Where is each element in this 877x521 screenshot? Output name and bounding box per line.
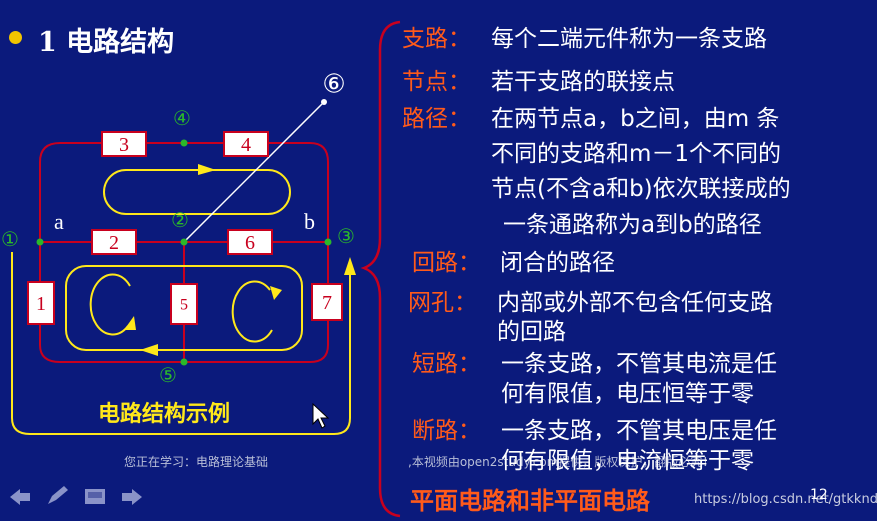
title-bullet [9,31,22,44]
component-6: 6 [227,229,273,255]
mouse-cursor-icon [312,402,330,429]
component-5: 5 [170,283,198,325]
component-6-label: 6 [245,232,255,254]
component-2-label: 2 [109,232,119,254]
term-open: 断路： [412,418,481,444]
component-5-label: 5 [180,297,188,314]
mesh-left-arc [89,273,131,336]
def-open-line-1: 一条支路，不管其电压是任 [501,418,777,444]
def-short-line-2: 何有限值，电压恒等于零 [501,381,754,407]
diagram-caption: 电路结构示例 [98,402,231,427]
outer-loop-arrowhead [344,257,356,275]
term-short: 短路： [412,351,481,377]
pen-icon[interactable] [48,486,68,504]
node-label-2: ② [171,210,189,232]
bottom-loop-arrowhead [140,344,158,356]
def-path-line-4: 一条通路称为a到b的路径 [503,212,762,238]
forward-arrow-icon[interactable] [122,489,142,505]
learning-watermark: 您正在学习：电路理论基础 [124,455,269,469]
node-label-4: ④ [173,108,191,130]
mesh-right-arrowhead [270,286,282,300]
node6-link [183,101,325,243]
outer-loop-path [11,252,351,435]
term-loop: 回路： [412,250,481,276]
component-7-label: 7 [322,292,332,314]
component-1-label: 1 [36,293,46,315]
component-7: 7 [311,283,343,321]
page-number: 12 [810,487,828,503]
def-path-line-3: 节点(不含a和b)依次联接成的 [491,176,791,202]
def-short-line-1: 一条支路，不管其电流是任 [501,351,777,377]
curly-brace [360,20,401,518]
terminal-a: a [54,209,64,234]
mesh-right-arc [231,280,273,343]
def-mesh-line-2: 的回路 [497,319,566,345]
top-loop-arrowhead [198,164,216,175]
slide-title: 1 电路结构 [38,27,175,58]
def-loop-line-1: 闭合的路径 [500,250,615,276]
blog-watermark: https://blog.csdn.net/gtkknd [694,492,877,507]
mesh-left-arrowhead [124,316,136,330]
screen-icon[interactable] [85,489,105,504]
node-label-3: ③ [337,226,355,248]
node-label-1: ① [1,229,19,251]
bottom-loop [65,265,303,351]
node-label-5: ⑤ [159,365,177,387]
junction-dots [36,139,332,366]
copyright-watermark: ,本视频由open2study.com提供，版权保护，翻版必究！ [408,455,715,469]
top-loop [103,169,291,215]
node6-dot [321,99,327,105]
footer-heading: 平面电路和非平面电路 [410,487,650,515]
def-open-line-2: 何有限值，电流恒等于零 [501,448,754,474]
term-mesh: 网孔： [408,290,477,316]
def-mesh-line-1: 内部或外部不包含任何支路 [497,290,773,316]
term-branch: 支路： [402,26,471,52]
term-path: 路径： [402,106,471,132]
back-arrow-icon[interactable] [10,489,30,505]
circuit-wires [39,142,329,363]
terminal-b: b [304,209,315,234]
def-path-line-2: 不同的支路和m－1个不同的 [491,141,782,167]
component-3-label: 3 [119,134,129,156]
node-label-6: ⑥ [322,70,345,99]
component-4-label: 4 [241,134,251,156]
component-2: 2 [91,229,137,255]
component-4: 4 [223,131,269,157]
term-node: 节点： [402,69,471,95]
component-1: 1 [27,281,55,325]
component-3: 3 [101,131,147,157]
def-path-line-1: 在两节点a，b之间，由m 条 [491,106,780,132]
def-node-line-1: 若干支路的联接点 [491,69,675,95]
def-branch-line-1: 每个二端元件称为一条支路 [491,26,767,52]
